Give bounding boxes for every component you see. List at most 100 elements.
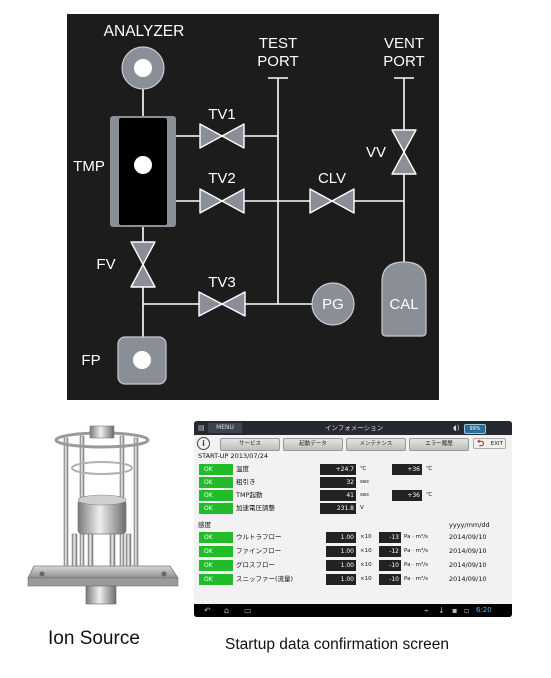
row-value: +24.7 xyxy=(320,464,356,475)
row-value-2: +36 xyxy=(392,490,422,501)
tv2-valve-icon xyxy=(199,188,245,214)
startup-header: START-UP 2013/07/24 xyxy=(198,452,269,460)
row-label: 粗引き xyxy=(236,478,256,486)
info-icon[interactable]: i xyxy=(197,437,210,450)
test-port-label-line2: PORT xyxy=(257,53,299,70)
row-label: 温度 xyxy=(236,465,249,473)
status-ok: OK xyxy=(199,503,233,514)
row-value: 32 xyxy=(320,477,356,488)
tab-maintenance[interactable]: メンテナンス xyxy=(346,438,406,451)
row-mantissa: 1.00 xyxy=(326,546,356,557)
tab-error-history[interactable]: エラー履歴 xyxy=(409,438,469,451)
row-value: 41 xyxy=(320,490,356,501)
row-label: TMP起動 xyxy=(236,491,263,499)
image-icon: ▪ xyxy=(452,606,458,615)
back-icon[interactable]: ↶ xyxy=(204,606,211,615)
analyzer-component xyxy=(121,46,165,90)
tab-startup-data[interactable]: 起動データ xyxy=(283,438,343,451)
vv-label: VV xyxy=(365,144,386,161)
fv-label: FV xyxy=(96,256,116,273)
status-ok: OK xyxy=(199,464,233,475)
row-label: スニッファー(流量) xyxy=(236,575,294,583)
tv2-label: TV2 xyxy=(208,170,236,187)
ion-source-caption: Ion Source xyxy=(48,628,140,649)
notification-icon: ▫ xyxy=(464,606,470,615)
row-unit-2: ℃ xyxy=(426,492,433,498)
tmp-label: TMP xyxy=(73,158,105,175)
date-format-header: yyyy/mm/dd xyxy=(449,521,490,529)
row-times: ×10 xyxy=(360,576,372,582)
status-bar: ▤ MENU インフォメーション ◖) 99% xyxy=(194,421,512,435)
tablet-screen: ▤ MENU インフォメーション ◖) 99% i サービス 起動データ メンテ… xyxy=(194,421,512,617)
status-ok: OK xyxy=(199,477,233,488)
vent-port-label-line2: PORT xyxy=(383,53,425,70)
recent-apps-icon[interactable]: ▭ xyxy=(244,606,252,615)
row-unit: sec xyxy=(360,479,370,485)
ion-source-image xyxy=(20,418,185,613)
status-ok: OK xyxy=(199,560,233,571)
tab-service[interactable]: サービス xyxy=(220,438,280,451)
row-exponent: -10 xyxy=(379,574,401,585)
fp-label: FP xyxy=(81,352,101,369)
row-date: 2014/09/10 xyxy=(449,561,487,569)
screen-title: インフォメーション xyxy=(324,424,384,432)
cal-label: CAL xyxy=(389,296,419,313)
fp-component xyxy=(117,336,167,385)
clv-label: CLV xyxy=(317,170,347,187)
tmp-component xyxy=(110,116,176,227)
status-ok: OK xyxy=(199,546,233,557)
exit-button[interactable]: ⮌ EXIT xyxy=(473,438,506,449)
row-exponent: -13 xyxy=(379,532,401,543)
row-date: 2014/09/10 xyxy=(449,533,487,541)
row-label: ファインフロー xyxy=(236,547,282,555)
status-ok: OK xyxy=(199,574,233,585)
row-label: グロスフロー xyxy=(236,561,275,569)
row-label: 加速電圧調整 xyxy=(236,504,275,512)
pg-label: PG xyxy=(322,296,344,313)
analyzer-label: ANALYZER xyxy=(103,23,185,40)
row-unit: Pa · m³/s xyxy=(404,562,428,568)
ion-source-drawing xyxy=(27,425,179,605)
row-unit: ℃ xyxy=(360,466,367,472)
wifi-icon: ◖) xyxy=(453,424,460,432)
row-unit: Pa · m³/s xyxy=(404,576,428,582)
row-times: ×10 xyxy=(360,534,372,540)
row-mantissa: 1.00 xyxy=(326,532,356,543)
document-icon: ▤ xyxy=(198,424,205,432)
tv1-label: TV1 xyxy=(208,106,236,123)
vacuum-schematic: ANALYZER TEST PORT VENT PORT TMP TV1 TV2… xyxy=(67,14,439,400)
test-port-label-line1: TEST xyxy=(258,35,298,52)
row-unit: V xyxy=(360,505,364,511)
status-ok: OK xyxy=(199,532,233,543)
exit-label: EXIT xyxy=(490,441,503,447)
row-unit-2: ℃ xyxy=(426,466,433,472)
home-icon[interactable]: ⌂ xyxy=(224,606,230,615)
tv1-valve-icon xyxy=(199,123,245,149)
battery-indicator: 99% xyxy=(464,424,486,434)
tv3-valve-icon xyxy=(198,291,246,317)
vv-valve-icon xyxy=(391,129,417,175)
tv3-label: TV3 xyxy=(208,274,236,291)
sensitivity-header: 感度 xyxy=(198,521,211,529)
row-exponent: -12 xyxy=(379,546,401,557)
startup-screen-caption: Startup data confirmation screen xyxy=(225,636,450,653)
row-value: 231.8 xyxy=(320,503,356,514)
schematic-drawing xyxy=(110,46,427,385)
row-unit: sec xyxy=(360,492,370,498)
row-unit: Pa · m³/s xyxy=(404,534,428,540)
download-icon: ↓ xyxy=(438,606,445,615)
menu-button[interactable]: MENU xyxy=(208,423,242,433)
clock: 6:20 xyxy=(476,606,492,614)
status-ok: OK xyxy=(199,490,233,501)
navigation-bar: ↶ ⌂ ▭ ⌁ ↓ ▪ ▫ 6:20 xyxy=(194,604,512,617)
row-exponent: -10 xyxy=(379,560,401,571)
row-date: 2014/09/10 xyxy=(449,547,487,555)
row-times: ×10 xyxy=(360,548,372,554)
row-mantissa: 1.00 xyxy=(326,560,356,571)
clv-valve-icon xyxy=(309,188,355,214)
cal-component xyxy=(381,261,427,337)
screen-content: i サービス 起動データ メンテナンス エラー履歴 ⮌ EXIT START-U… xyxy=(194,435,512,604)
row-date: 2014/09/10 xyxy=(449,575,487,583)
fv-valve-icon xyxy=(130,241,156,288)
usb-icon: ⌁ xyxy=(424,606,429,615)
